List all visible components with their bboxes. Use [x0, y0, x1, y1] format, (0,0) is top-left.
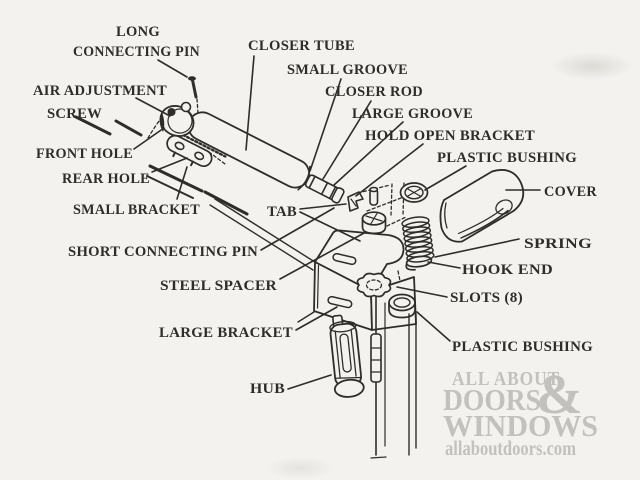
label-small-groove: SMALL GROOVE	[287, 62, 408, 78]
leader-air-adjustment	[135, 97, 171, 117]
label-air-adjustment-line1: AIR ADJUSTMENT	[33, 83, 167, 99]
front-hole-opening	[174, 141, 185, 151]
leader-small-groove	[309, 78, 342, 172]
leader-steel-spacer	[279, 231, 367, 280]
tab-shape	[347, 191, 364, 212]
label-rear-hole: REAR HOLE	[62, 171, 150, 187]
label-slots: SLOTS (8)	[450, 290, 523, 306]
plastic-bushing-bottom-shape	[388, 293, 416, 319]
leader-lines	[133, 55, 541, 390]
part-labels: LONG CONNECTING PIN CLOSER TUBE SMALL GR…	[33, 24, 597, 397]
spring-shape	[401, 216, 435, 271]
front-hole-shape	[180, 101, 192, 113]
leader-slots	[396, 286, 448, 298]
watermark: ALL ABOUT DOORS & WINDOWS allaboutdoors.…	[443, 364, 598, 460]
cover-shape	[439, 169, 525, 243]
leader-hold-open-bracket	[355, 143, 424, 197]
hub-shape	[329, 314, 365, 398]
short-connecting-pin-shape	[369, 186, 379, 206]
rear-hole-opening	[194, 151, 205, 161]
leader-plastic-bushing-bottom	[416, 311, 451, 342]
air-adjustment-screw-shape	[167, 108, 176, 116]
leader-closer-rod	[322, 100, 372, 180]
label-large-groove: LARGE GROOVE	[352, 106, 473, 122]
label-hold-open-bracket: HOLD OPEN BRACKET	[365, 128, 535, 144]
label-long-connecting-pin-line1: LONG	[116, 24, 160, 40]
long-connecting-pin-shape	[188, 76, 198, 99]
steel-spacer-shape	[361, 211, 387, 235]
slots-gear-shape	[356, 272, 392, 298]
leader-small-bracket	[176, 166, 188, 200]
large-groove-shape	[328, 186, 337, 200]
watermark-line3: WINDOWS	[443, 408, 598, 443]
label-hub: HUB	[250, 381, 285, 397]
plastic-bushing-top-shape	[399, 182, 429, 203]
leader-large-bracket	[295, 306, 338, 331]
leader-hook-end	[427, 261, 461, 269]
small-groove-shape	[308, 175, 316, 189]
leader-short-connecting-pin	[260, 207, 335, 251]
rack-teeth	[177, 131, 227, 158]
watermark-ampersand: &	[536, 364, 583, 426]
label-closer-rod: CLOSER ROD	[325, 84, 423, 100]
pinion-rod-shape	[370, 296, 417, 459]
leader-tab-2	[299, 211, 361, 242]
leader-tab-1	[299, 203, 347, 210]
leader-spring	[434, 238, 520, 258]
label-large-bracket: LARGE BRACKET	[159, 325, 293, 341]
watermark-line2: DOORS	[443, 382, 541, 417]
watermark-url: allaboutdoors.com	[445, 436, 576, 460]
label-air-adjustment-line2: SCREW	[47, 106, 102, 122]
label-closer-tube: CLOSER TUBE	[248, 38, 355, 54]
leader-closer-tube	[245, 55, 255, 151]
label-tab: TAB	[267, 204, 297, 220]
label-long-connecting-pin-line2: CONNECTING PIN	[73, 44, 200, 60]
leader-hub	[287, 374, 332, 390]
leader-long-connecting-pin	[157, 59, 188, 78]
bracket-slot-top	[332, 252, 357, 266]
bracket-slot-front	[327, 295, 353, 309]
label-short-connecting-pin: SHORT CONNECTING PIN	[68, 244, 258, 260]
leader-large-groove	[333, 121, 404, 186]
label-spring: SPRING	[524, 236, 592, 252]
label-plastic-bushing-top: PLASTIC BUSHING	[437, 150, 577, 166]
label-hook-end: HOOK END	[462, 262, 553, 278]
label-front-hole: FRONT HOLE	[36, 146, 133, 162]
watermark-line1: ALL ABOUT	[452, 368, 560, 390]
label-steel-spacer: STEEL SPACER	[160, 278, 277, 294]
label-small-bracket: SMALL BRACKET	[73, 202, 200, 218]
label-plastic-bushing-bottom: PLASTIC BUSHING	[452, 339, 593, 355]
leader-front-hole	[133, 127, 165, 150]
leader-plastic-bushing-top	[424, 165, 467, 191]
leader-rear-hole	[151, 157, 188, 173]
label-cover: COVER	[544, 184, 597, 200]
